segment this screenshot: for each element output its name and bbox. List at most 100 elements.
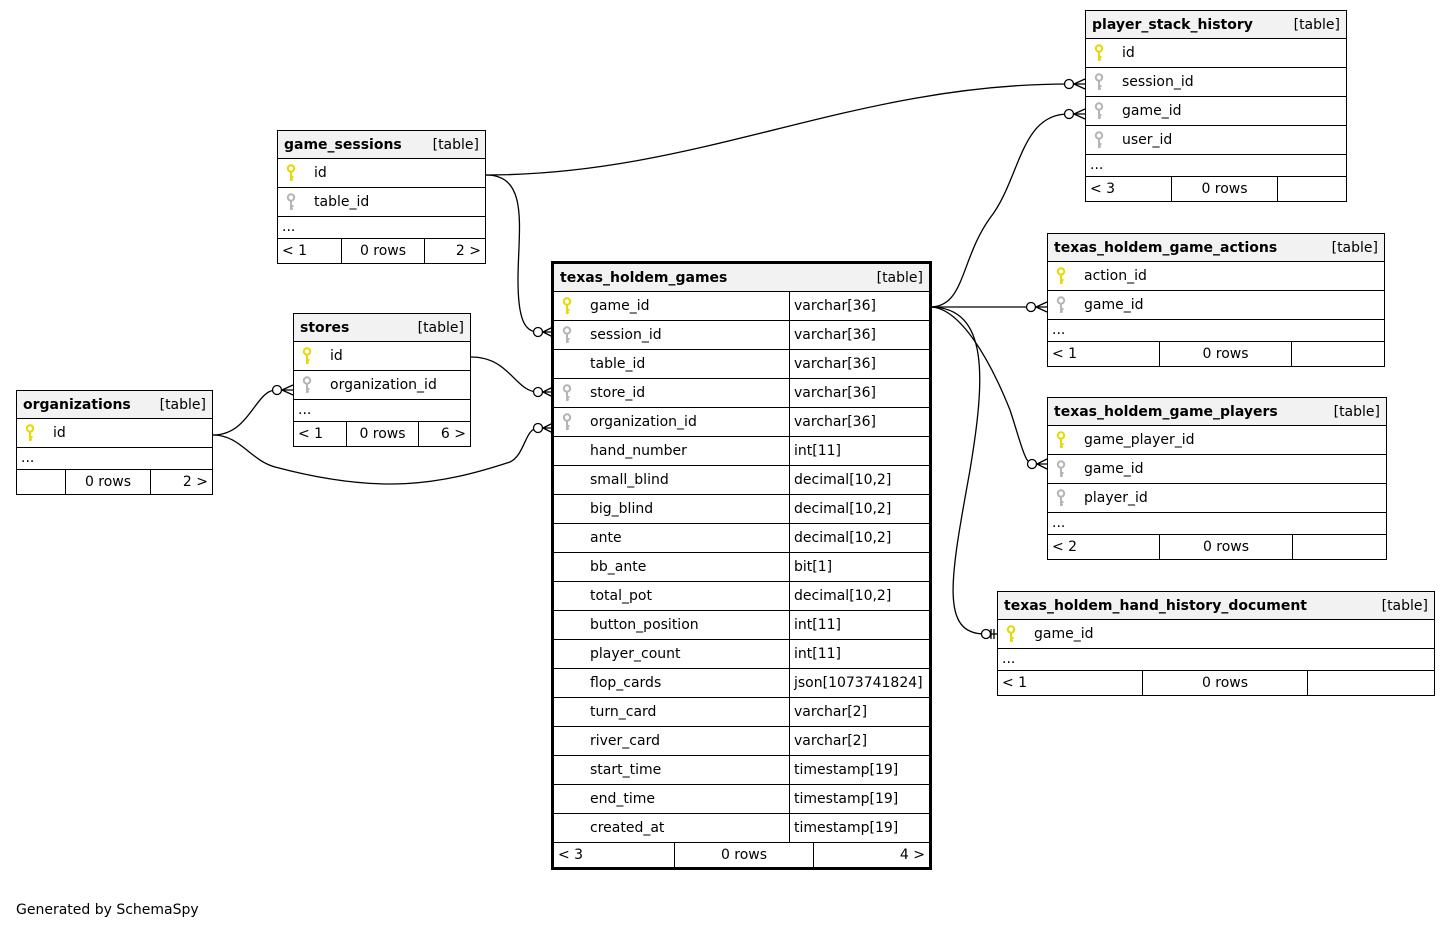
table-texas-holdem-game-actions[interactable]: texas_holdem_game_actions [table] action…	[1047, 233, 1385, 367]
table-footer: < 1 0 rows 2 >	[278, 239, 485, 263]
column-row[interactable]: organization_id	[294, 371, 470, 400]
column-row[interactable]: user_id	[1086, 126, 1346, 155]
row-count: 0 rows	[346, 422, 419, 446]
foreign-key-icon	[1086, 73, 1112, 91]
foreign-key-icon	[554, 326, 580, 344]
table-header: texas_holdem_hand_history_document [tabl…	[998, 592, 1434, 620]
foreign-key-icon	[294, 376, 320, 394]
parents-count[interactable]: < 3	[1090, 181, 1116, 197]
children-count[interactable]	[1278, 177, 1346, 201]
primary-key-icon	[554, 297, 580, 315]
table-name: stores	[300, 319, 350, 336]
children-count[interactable]: 6 >	[440, 426, 466, 442]
parents-count[interactable]: < 1	[1052, 346, 1078, 362]
table-name: game_sessions	[284, 136, 402, 153]
foreign-key-icon	[1048, 489, 1074, 507]
column-row[interactable]: id	[278, 159, 485, 188]
column-row[interactable]: game_id	[998, 620, 1434, 649]
edge-games-to-game-players	[929, 306, 1033, 465]
column-row[interactable]: game_player_id	[1048, 426, 1386, 455]
column-name: start_time	[590, 762, 662, 778]
column-name: river_card	[590, 733, 660, 749]
column-row[interactable]: session_id	[1086, 68, 1346, 97]
parents-count[interactable]: < 1	[1002, 675, 1028, 691]
column-name: session_id	[1122, 74, 1194, 90]
column-type: varchar[36]	[789, 408, 929, 436]
column-name: big_blind	[590, 501, 654, 517]
foreign-key-icon	[554, 384, 580, 402]
column-name: store_id	[590, 385, 646, 401]
parents-count[interactable]: < 2	[1052, 539, 1078, 555]
column-row[interactable]: big_blind decimal[10,2]	[554, 495, 929, 524]
column-row[interactable]: game_id	[1048, 455, 1386, 484]
table-texas-holdem-hand-history-document[interactable]: texas_holdem_hand_history_document [tabl…	[997, 591, 1435, 696]
children-count[interactable]: 2 >	[182, 474, 208, 490]
parents-count[interactable]: < 1	[282, 243, 308, 259]
children-count[interactable]: 4 >	[899, 847, 925, 863]
table-header: texas_holdem_game_players [table]	[1048, 398, 1386, 426]
table-header: texas_holdem_game_actions [table]	[1048, 234, 1384, 262]
children-count[interactable]: 2 >	[455, 243, 481, 259]
column-row[interactable]: player_id	[1048, 484, 1386, 513]
column-row[interactable]: id	[1086, 39, 1346, 68]
column-name: session_id	[590, 327, 662, 343]
children-count[interactable]	[1293, 535, 1386, 559]
edge-games-to-hand-history	[929, 306, 986, 635]
column-row[interactable]: id	[294, 342, 470, 371]
children-count[interactable]	[1308, 671, 1434, 695]
parents-count[interactable]	[17, 470, 65, 494]
column-type: decimal[10,2]	[789, 495, 929, 523]
table-texas-holdem-game-players[interactable]: texas_holdem_game_players [table] game_p…	[1047, 397, 1387, 560]
column-row[interactable]: game_id	[1086, 97, 1346, 126]
column-type: decimal[10,2]	[789, 524, 929, 552]
table-kind: [table]	[1333, 403, 1380, 420]
parents-count[interactable]: < 3	[558, 847, 584, 863]
parents-count[interactable]: < 1	[298, 426, 324, 442]
column-name: flop_cards	[590, 675, 662, 691]
column-row[interactable]: table_id	[278, 188, 485, 217]
primary-key-icon	[1048, 267, 1074, 285]
table-organizations[interactable]: organizations [table] id ... 0 rows 2 >	[16, 390, 213, 495]
table-game-sessions[interactable]: game_sessions [table] id table_id ... < 1…	[277, 130, 486, 264]
children-count[interactable]	[1292, 342, 1384, 366]
column-name: id	[314, 165, 327, 181]
column-name: game_player_id	[1084, 432, 1195, 448]
column-name: end_time	[590, 791, 656, 807]
primary-key-icon	[1086, 44, 1112, 62]
column-row[interactable]: game_id	[1048, 291, 1384, 320]
column-name: action_id	[1084, 268, 1147, 284]
row-count: 0 rows	[1142, 671, 1308, 695]
column-type: varchar[36]	[789, 350, 929, 378]
column-row[interactable]: id	[17, 419, 212, 448]
table-footer: < 1 0 rows 6 >	[294, 422, 470, 446]
column-row[interactable]: action_id	[1048, 262, 1384, 291]
edge-game-sessions-to-games	[485, 174, 539, 333]
more-columns-ellipsis: ...	[278, 217, 485, 239]
table-kind: [table]	[432, 136, 479, 153]
column-name: game_id	[1084, 461, 1144, 477]
column-name: created_at	[590, 820, 665, 836]
foreign-key-icon	[1086, 131, 1112, 149]
column-name: player_id	[1084, 490, 1148, 506]
